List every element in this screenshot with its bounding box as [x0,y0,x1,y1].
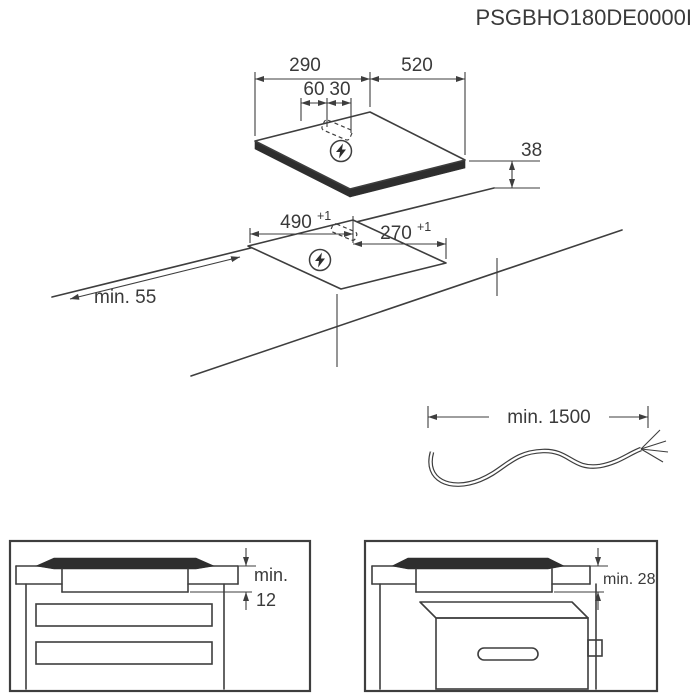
cable-stripped-end [640,429,669,463]
power-connection-icon [329,139,353,163]
drawer-front [35,641,213,665]
hob-dimensions: 290 520 60 30 38 [254,55,542,189]
edge-clearance-label: min. 55 [94,287,156,308]
cutout-width-tolerance: +1 [417,220,431,234]
hob-length-label: 520 [401,55,433,76]
mains-cable [428,446,642,487]
worktop-front-edge [190,229,623,377]
figure-frame [8,539,312,693]
cutout-dimensions: 490 +1 270 +1 min. 55 [69,209,447,308]
drawer-installation-figure: min. 12 [8,539,312,693]
cutout-opening [247,219,447,290]
oven-top [419,601,589,619]
cutout-width-label: 270 [380,223,412,244]
power-connection-icon [308,248,332,272]
hob-width-label: 290 [289,55,321,76]
oven-handle [477,647,539,661]
hob-isometric-view [254,111,466,198]
oven-clearance-label: min. 28 [603,571,656,588]
oven-installation-figure: min. 28 [363,539,659,693]
hob-profile [34,557,216,570]
hob-profile [391,557,565,570]
cutout-length-tolerance: +1 [317,209,331,223]
oven-front [435,617,589,690]
cabinet-bracket [587,639,603,657]
cable-figure: min. 1500 [427,406,669,487]
hob-glass-top [254,111,466,190]
hob-height-label: 38 [521,140,542,161]
connection-offset-a-label: 60 [303,79,324,100]
connection-offset-b-label: 30 [329,79,350,100]
cutout-length-label: 490 [280,212,312,233]
model-code: PSGBHO180DE0000I [476,5,692,30]
cable-min-length-label: min. 1500 [507,407,590,428]
mains-connection-box [321,119,353,141]
drawer-clearance-min-label: min. [254,565,288,585]
drawer-clearance-value: 12 [256,590,276,610]
figure-frame [363,539,659,693]
drawer-front [35,603,213,627]
